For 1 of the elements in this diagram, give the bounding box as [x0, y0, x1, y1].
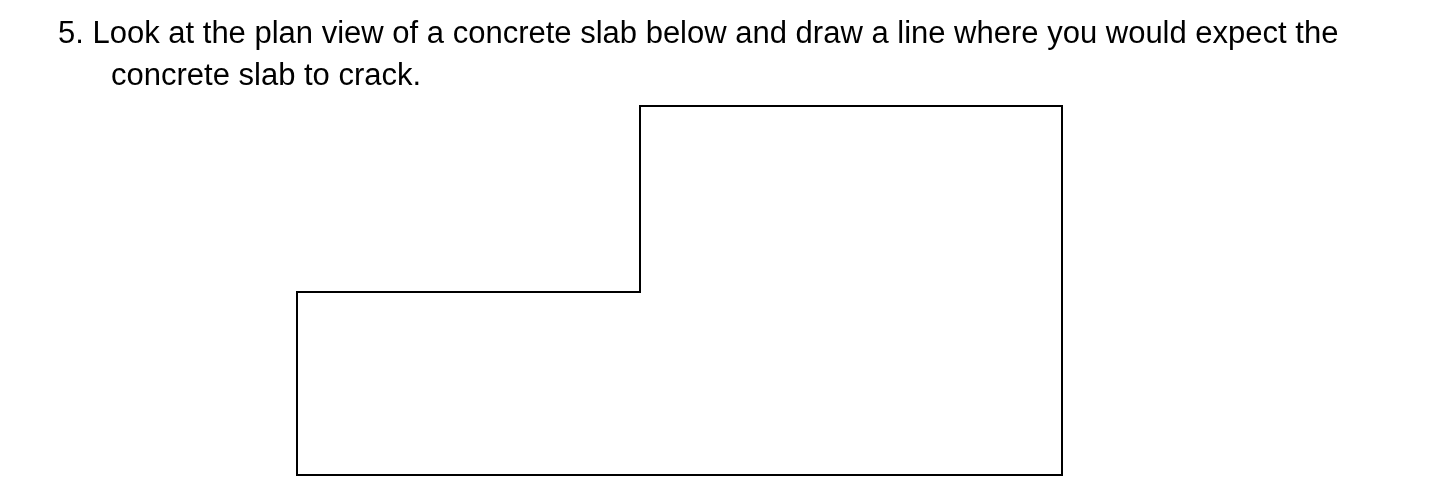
- question-text: 5. Look at the plan view of a concrete slab below and draw a line where you would expect the concrete slab to crack.: [58, 14, 1340, 94]
